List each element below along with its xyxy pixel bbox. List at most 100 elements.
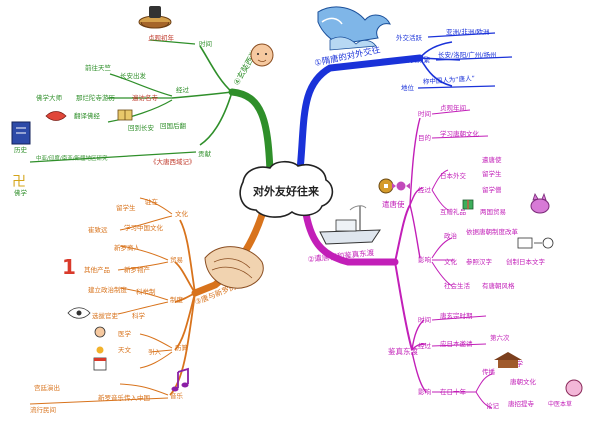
lips-illustration	[45, 111, 67, 121]
node-xz-guihou: 回国后翻	[160, 121, 187, 130]
node-xz-lishi: 历史	[14, 145, 28, 154]
node-xl-minjian: 流行民间	[30, 405, 56, 414]
candy-icon	[392, 181, 410, 191]
node-xz-foxue: 佛学	[14, 188, 28, 197]
node-xz-bianli: 那烂陀寺游历	[76, 93, 116, 102]
node-xz-fojiao: 佛学大师	[36, 93, 63, 102]
node-xl-tianwen: 天文	[118, 345, 132, 354]
node-xl-daxue: 崔致远	[88, 225, 108, 234]
node-qt-shehui-v: 有唐朝风格	[482, 281, 515, 290]
node-xl-maoyi: 贸易	[170, 255, 183, 264]
node-xl-xinluoren: 新罗商人	[114, 243, 141, 252]
node-qt-mudi: 目的	[418, 133, 432, 142]
history-book-icon	[11, 121, 31, 145]
node-jz-yingxiang: 影响	[418, 387, 432, 396]
number-one-icon: 1	[62, 255, 76, 279]
sun-icon	[96, 346, 104, 354]
node-maoyi-detail: 长安/洛阳/广州/扬州	[438, 50, 497, 59]
node-qt-huzeng: 互赠礼品	[440, 207, 466, 216]
node-qt-yingxiang: 影响	[418, 255, 432, 264]
trunk-qiantang	[301, 204, 399, 266]
node-jz-jingguo-v2: 第六次	[490, 333, 510, 342]
node-qt-wenhua-v2: 创制日本文字	[506, 257, 546, 266]
trunk-xuanzang	[228, 88, 274, 176]
node-qt-wenhua: 文化	[444, 257, 458, 266]
node-qt-zhengzhi: 政治	[444, 231, 458, 240]
eye-icon	[67, 307, 91, 319]
cat-illustration	[530, 192, 550, 214]
node-diwei: 地位	[401, 83, 415, 92]
node-xz-fanyi: 翻译佛经	[74, 111, 101, 120]
center-bubble	[239, 160, 334, 218]
node-qt-jingguo: 经过	[418, 185, 432, 194]
node-xz-time-v: 贞观初年	[148, 33, 175, 42]
book-illustration-small	[117, 109, 133, 121]
gift-box-icon	[462, 199, 474, 210]
node-xz-jingguo: 经过	[176, 85, 190, 94]
node-xl-keju: 科举制	[136, 287, 156, 296]
node-qt-liuxuesheng: 留学生	[482, 169, 502, 178]
music-note-icon	[171, 367, 189, 392]
node-diwei-detail: 称中国人为“唐人”	[423, 73, 476, 86]
node-xl-shangpin: 新罗物产	[124, 265, 151, 274]
node-qt-wenhua-v: 参照汉字	[466, 257, 493, 266]
node-qt-mudi-v: 学习唐朝文化	[440, 129, 480, 138]
node-xl-yinru: 引入	[148, 347, 162, 356]
node-xz-huichang: 回到长安	[128, 123, 155, 132]
node-qiantangshi: 遣唐使	[382, 199, 405, 209]
node-maoyi: 外贸频繁	[404, 55, 431, 64]
monk-jianzhen-illustration	[565, 379, 583, 397]
center-title: 对外友好往来	[253, 184, 320, 198]
node-xz-time: 时间	[199, 39, 212, 48]
node-jz-time: 时间	[418, 315, 431, 324]
node-jz-lunji: 论记	[486, 401, 500, 410]
node-xl-wenhua: 文化	[175, 209, 189, 218]
node-xl-zhuzai: 驻在	[145, 197, 159, 206]
node-xl-zhidu: 制度	[170, 295, 184, 304]
node-xz-book: 《大唐西域记》	[150, 157, 196, 166]
node-jz-ben: 中医本草	[548, 400, 572, 408]
node-xl-tece: 其他产品	[84, 265, 110, 274]
node-xz-yanjiu: 中亚/印度/南亚/新疆地区研究	[36, 154, 108, 162]
character-change-icon	[517, 237, 554, 249]
alms-bowl-illustration	[138, 6, 172, 29]
node-xl-chuanru: 新罗音乐传入中国	[98, 393, 150, 402]
node-xl-gongting: 宫廷演出	[34, 383, 60, 392]
node-xl-xuanba: 选拔官吏	[92, 311, 119, 320]
node-xz-qianwang: 前往天竺	[85, 63, 112, 72]
node-qt-zhengzhi-v: 依据唐朝制度改革	[466, 227, 519, 236]
node-waijiao: 外交活跃	[396, 33, 423, 42]
node-qt-qiantangshi2: 遣唐使	[482, 155, 502, 164]
node-jianzhen: 鉴真东渡	[388, 346, 418, 356]
node-xl-yixue: 医学	[118, 329, 132, 338]
coin-icon	[378, 178, 394, 194]
doctor-icon	[94, 326, 106, 338]
node-qt-shehui: 社会生活	[444, 281, 471, 290]
node-jz-jingguo-v: 应日本邀请	[440, 339, 473, 348]
node-jz-jingguo: 经过	[418, 341, 432, 350]
node-jz-tangzhao: 唐招提寺	[508, 399, 535, 408]
node-xz-changan: 长安出发	[120, 71, 147, 80]
wave-illustration	[317, 6, 391, 51]
ship-illustration	[319, 205, 381, 245]
node-xl-liuxuesheng2: 学习中国文化	[124, 223, 164, 232]
node-qt-ribenwj: 日本外交	[440, 171, 467, 180]
swastika-icon: 卍	[12, 174, 26, 190]
node-waijiao-detail: 亚洲/非洲/欧洲	[446, 27, 489, 36]
node-xz-lanyang: 遍访名寺	[132, 93, 159, 102]
node-qt-time: 时间	[418, 109, 431, 118]
temple-icon	[494, 352, 522, 368]
node-xl-liuxue: 留学生	[116, 203, 136, 212]
node-qt-liuxueseng: 留学僧	[482, 185, 502, 194]
node-xl-lifa: 历算	[175, 343, 189, 352]
node-jz-time-v: 唐玄宗时期	[440, 311, 473, 320]
calendar-icon	[93, 357, 107, 371]
monk-illustration	[250, 43, 274, 67]
node-xl-zhengzhi: 建立政治制度	[88, 285, 128, 294]
trunk-sui-tang	[296, 54, 424, 174]
node-qt-time-v: 贞观年间	[440, 103, 466, 112]
node-qt-maoyi: 两国贸易	[480, 207, 506, 216]
node-jz-wenhua: 唐朝文化	[510, 377, 537, 386]
